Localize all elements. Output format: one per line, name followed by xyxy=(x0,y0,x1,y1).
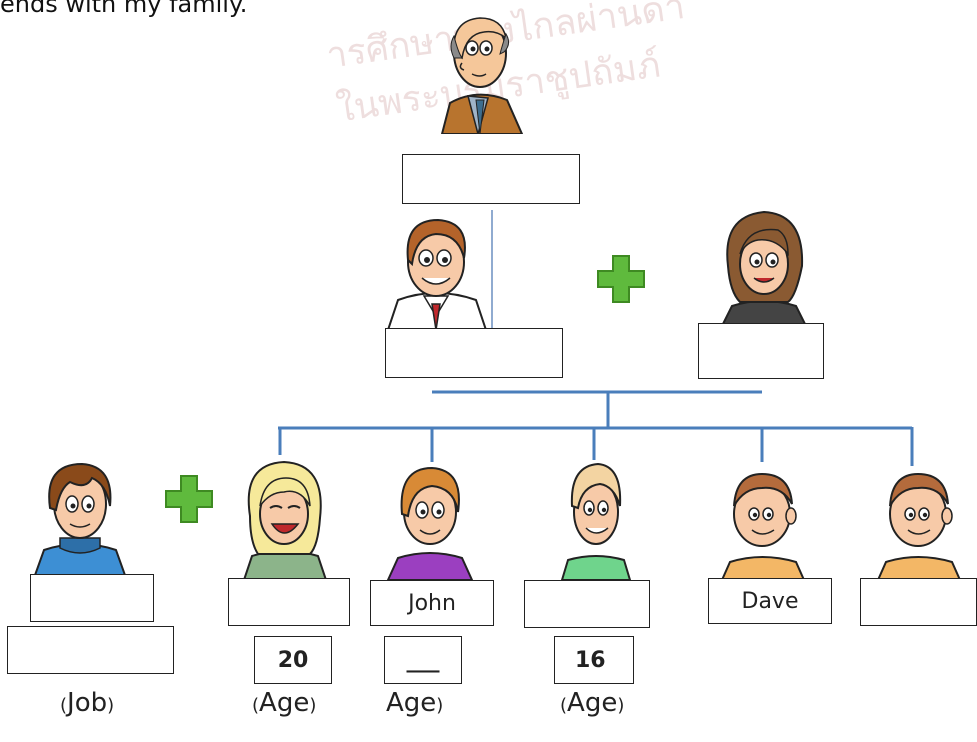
grandfather-icon xyxy=(440,17,524,134)
son-dave-icon xyxy=(720,472,806,580)
caption-age-1-word: Age xyxy=(259,688,310,718)
age-box-daughter-teen[interactable]: 16 xyxy=(554,636,634,684)
caption-age-2-word: Age xyxy=(386,688,437,718)
daughter-name-box[interactable] xyxy=(228,578,350,626)
age-box-daughter[interactable]: 20 xyxy=(254,636,332,684)
intro-text: ends with my family. xyxy=(0,0,248,18)
caption-job-open: ( xyxy=(60,695,68,716)
caption-job-word: Job xyxy=(67,688,108,718)
son-boy-icon xyxy=(876,472,962,580)
son-dave-name-box[interactable]: Dave xyxy=(708,578,832,624)
plus-icon xyxy=(165,475,213,523)
husband-icon xyxy=(32,462,128,578)
caption-age-1-close: ) xyxy=(309,695,317,716)
husband-name-box[interactable] xyxy=(30,574,154,622)
plus-icon xyxy=(597,255,645,303)
son-john-icon xyxy=(386,466,474,580)
husband-job-box[interactable] xyxy=(7,626,174,674)
mother-icon xyxy=(720,210,808,326)
age-box-john[interactable]: ___ xyxy=(384,636,462,684)
caption-age-3-word: Age xyxy=(567,688,618,718)
father-icon xyxy=(386,218,488,330)
caption-age-3: (Age) xyxy=(560,688,624,718)
caption-job: (Job) xyxy=(60,688,114,718)
daughter-icon xyxy=(242,460,328,580)
grandfather-name-box[interactable] xyxy=(402,154,580,204)
caption-age-3-close: ) xyxy=(617,695,625,716)
caption-age-1-open: ( xyxy=(252,695,260,716)
daughter-teen-icon xyxy=(560,462,632,580)
caption-age-3-open: ( xyxy=(560,695,568,716)
daughter-teen-name-box[interactable] xyxy=(524,580,650,628)
caption-age-1: (Age) xyxy=(252,688,316,718)
son-boy-name-box[interactable] xyxy=(860,578,977,626)
father-name-box[interactable] xyxy=(385,328,563,378)
caption-age-2-close: ) xyxy=(436,695,444,716)
caption-age-2: Age) xyxy=(386,688,443,718)
mother-name-box[interactable] xyxy=(698,323,824,379)
caption-job-close: ) xyxy=(107,695,115,716)
son-john-name-box[interactable]: John xyxy=(370,580,494,626)
